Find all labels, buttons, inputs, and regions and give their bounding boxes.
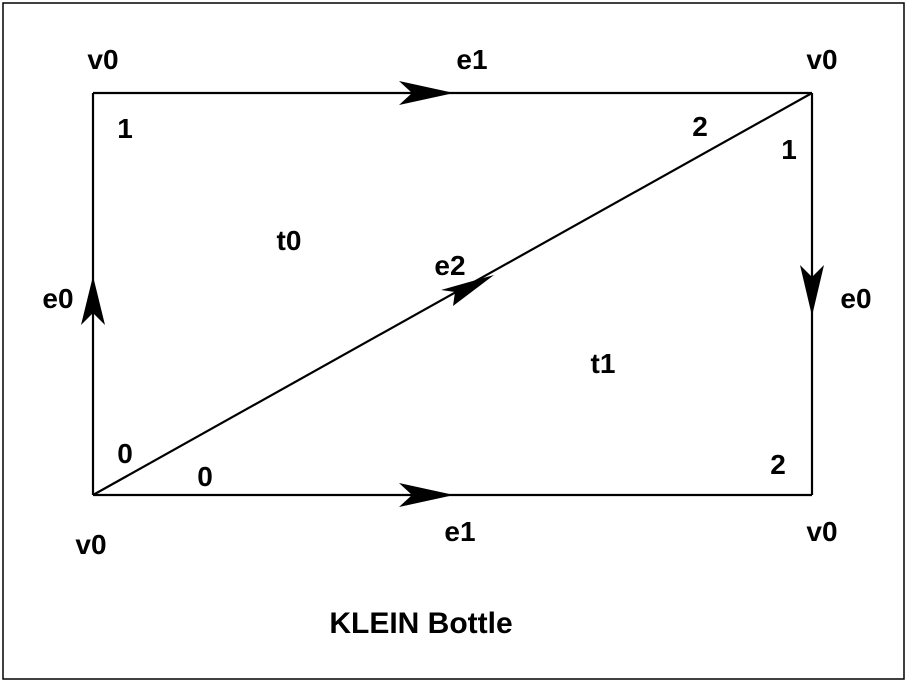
- edge-bottom-arrow-icon: [399, 483, 454, 507]
- vertex-label-bottom-right: v0: [806, 516, 837, 547]
- corner-index-t0-bottom-left: 0: [117, 438, 133, 469]
- corner-index-t1-top-right: 1: [781, 134, 797, 165]
- edge-right-arrow-icon: [800, 265, 824, 316]
- corner-index-t1-bottom-right: 2: [770, 449, 786, 480]
- edge-left-arrow-icon: [81, 276, 105, 325]
- corner-index-t0-top-left: 1: [117, 113, 133, 144]
- edge-label-right: e0: [840, 283, 871, 314]
- edge-label-top: e1: [456, 44, 487, 75]
- diagram-title: KLEIN Bottle: [329, 607, 512, 640]
- triangle-label-lower: t1: [591, 348, 616, 379]
- vertex-label-top-left: v0: [87, 44, 118, 75]
- edge-label-diagonal: e2: [434, 250, 465, 281]
- edge-diagonal-line: [92, 92, 813, 496]
- edge-top-arrow-icon: [399, 81, 454, 105]
- edge-diagonal-arrow-icon: [441, 275, 494, 306]
- corner-index-t0-top-right: 2: [692, 111, 708, 142]
- vertex-label-bottom-left: v0: [75, 529, 106, 560]
- triangle-label-upper: t0: [277, 225, 302, 256]
- vertex-label-top-right: v0: [806, 44, 837, 75]
- edge-label-bottom: e1: [444, 516, 475, 547]
- corner-index-t1-bottom-left: 0: [197, 461, 213, 492]
- edge-label-left: e0: [42, 283, 73, 314]
